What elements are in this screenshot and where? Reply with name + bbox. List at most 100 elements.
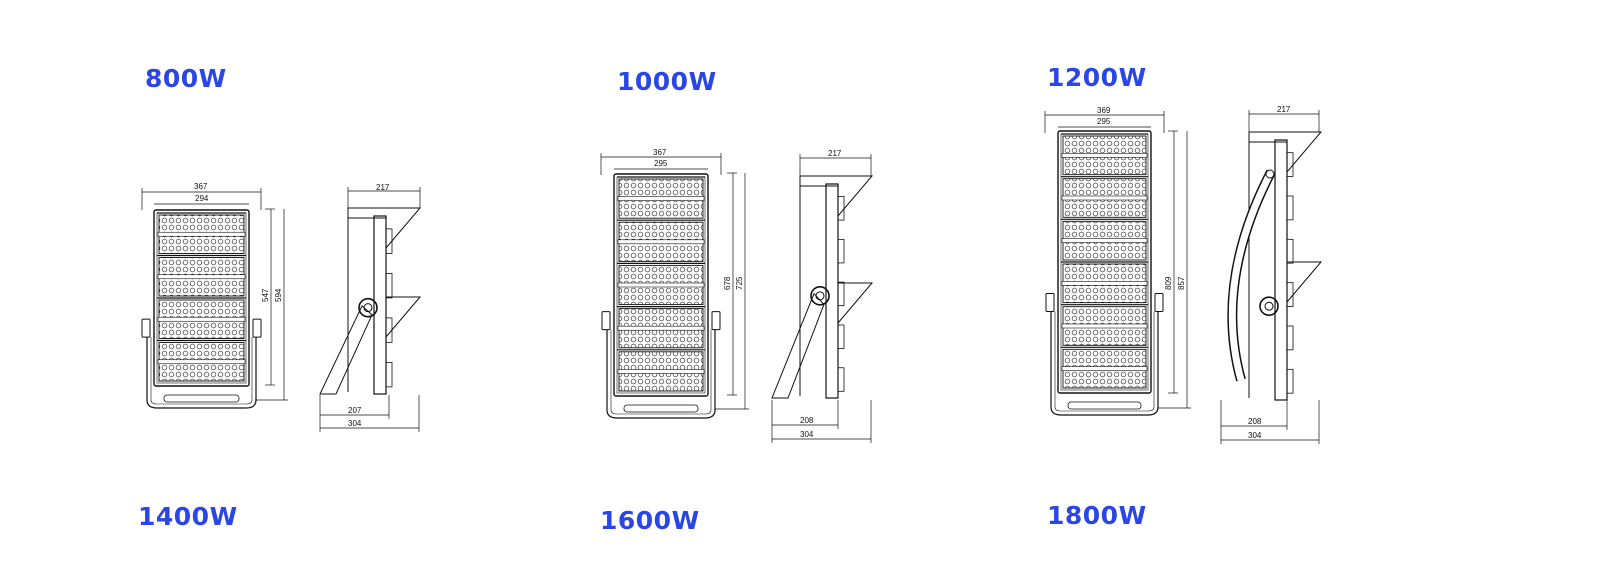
front-body-800w [141, 209, 262, 409]
module-bar [617, 282, 705, 288]
dim-1200w-outer-height: 857 [1177, 276, 1186, 290]
side-knob-left [601, 311, 611, 331]
dims-front-800w [141, 188, 288, 401]
dim-1000w-outer-height: 725 [735, 276, 744, 290]
title-1000w: 1000W [617, 67, 717, 96]
heatsink [837, 324, 845, 349]
pivot-top [1265, 169, 1275, 179]
heatsink [1286, 238, 1294, 264]
dim-800w-side-bottom-inner: 207 [348, 406, 362, 415]
heatsink [1286, 368, 1294, 394]
front-view-1200w: 369 295 809 857 [1044, 106, 1191, 416]
module-bar [1061, 366, 1148, 371]
yoke-bracket [606, 329, 716, 419]
dim-1000w-outer-width: 367 [653, 148, 667, 157]
side-body-1000w [771, 175, 874, 399]
mid-visor [837, 282, 874, 324]
dim-800w-inner-height: 547 [261, 288, 270, 302]
front-view-800w: 367 294 547 594 [141, 182, 288, 409]
heatsink [385, 317, 393, 343]
base-plate [1067, 401, 1142, 410]
dim-1200w-inner-height: 809 [1164, 276, 1173, 290]
module-bar [157, 316, 246, 322]
heatsink [385, 272, 393, 299]
dim-800w-side-top: 217 [376, 183, 390, 192]
side-knob-right [711, 311, 721, 331]
dim-1200w-side-top: 217 [1277, 105, 1291, 114]
front-view-1000w: 367 295 678 725 [600, 148, 749, 419]
heatsink [837, 238, 845, 264]
side-view-1000w: 217 208 304 [771, 149, 874, 443]
dims-side-1000w [771, 154, 872, 443]
heatsink [1286, 152, 1294, 177]
dim-1200w-side-bottom-outer: 304 [1248, 431, 1262, 440]
base-plate [623, 404, 699, 413]
dim-1000w-inner-width: 295 [654, 159, 668, 168]
dim-800w-outer-height: 594 [274, 288, 283, 302]
module-bar [157, 231, 246, 237]
mid-visor [385, 296, 422, 338]
title-1800w: 1800W [1047, 501, 1147, 530]
dim-800w-inner-width: 294 [195, 194, 209, 203]
module-bar [1061, 153, 1148, 158]
side-body-800w [319, 207, 422, 395]
heatsink [837, 367, 845, 392]
dim-1200w-inner-width: 295 [1097, 117, 1111, 126]
front-body-1000w [601, 173, 721, 419]
side-knob-right [1154, 292, 1164, 312]
dim-1000w-side-bottom-outer: 304 [800, 430, 814, 439]
top-visor [799, 175, 874, 218]
module-bar [1061, 323, 1148, 329]
side-knob-left [141, 318, 151, 338]
module-bar [617, 369, 705, 374]
pivot-knob [1259, 296, 1279, 317]
mid-visor [1286, 261, 1323, 303]
dim-1200w-outer-width: 369 [1097, 106, 1111, 115]
module-bar [617, 196, 705, 201]
module-bar [617, 325, 705, 331]
module-bar [617, 239, 705, 245]
module-bar [1061, 238, 1148, 243]
side-housing [373, 215, 387, 395]
side-view-800w: 217 207 304 [319, 183, 422, 432]
side-view-1200w: 217 208 304 [1220, 105, 1323, 444]
heatsink [837, 196, 845, 221]
yoke-bracket [1050, 311, 1159, 416]
side-knob-right [252, 318, 262, 338]
heatsink [1286, 195, 1294, 221]
pivot-knob-inner [815, 291, 825, 301]
dims-front-1000w [600, 153, 749, 410]
dim-800w-side-bottom-outer: 304 [348, 419, 362, 428]
module-bar [1061, 195, 1148, 201]
housing-frame [153, 209, 250, 387]
title-800w: 800W [145, 64, 227, 93]
dims-side-800w [319, 187, 421, 432]
module-bar [157, 274, 246, 280]
housing-frame [613, 173, 709, 397]
straight-bracket [771, 292, 825, 399]
dim-1000w-side-top: 217 [828, 149, 842, 158]
pivot-knob [810, 286, 830, 306]
curved-bracket-fill [1228, 170, 1275, 381]
title-1200w: 1200W [1047, 63, 1147, 92]
dim-800w-outer-width: 367 [194, 182, 208, 191]
base-plate [163, 394, 240, 403]
side-body-1200w [1227, 131, 1323, 401]
dim-1000w-side-bottom-inner: 208 [800, 416, 814, 425]
front-body-1200w [1045, 130, 1164, 416]
dims-side-1200w [1220, 110, 1320, 444]
top-visor [1248, 131, 1323, 174]
side-housing [1274, 139, 1288, 401]
yoke-bracket [146, 337, 257, 409]
pivot-knob [358, 297, 378, 318]
title-1600w: 1600W [600, 506, 700, 535]
module-bar [1061, 281, 1148, 286]
dim-1000w-inner-height: 678 [723, 276, 732, 290]
yoke-bracket-inner [1054, 311, 1155, 412]
heatsink [1286, 325, 1294, 351]
title-1400w: 1400W [138, 502, 238, 531]
pivot-knob-inner [1264, 301, 1274, 311]
dims-front-1200w [1044, 111, 1191, 409]
heatsink [385, 228, 393, 254]
